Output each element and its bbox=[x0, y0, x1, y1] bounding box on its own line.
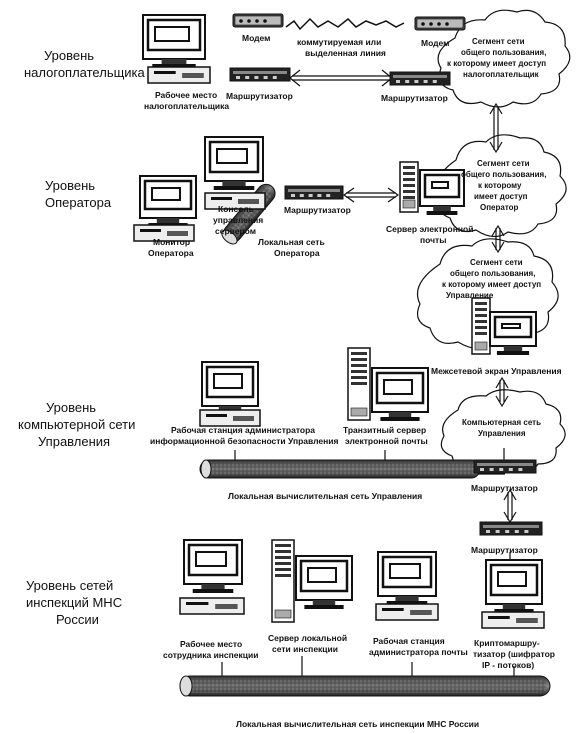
operator-monitor-desktop-icon bbox=[133, 224, 195, 242]
label-mail-admin-2: администратора почты bbox=[369, 647, 468, 657]
level-operator-line2: Оператора bbox=[45, 195, 112, 210]
label-router-taxpayer-left: Маршрутизатор bbox=[226, 91, 293, 101]
label-router-inspection: Маршрутизатор bbox=[471, 545, 538, 555]
label-crypto-2: тизатор (шифратор bbox=[473, 649, 555, 659]
label-cloud-op-3: к которому bbox=[478, 181, 522, 190]
router-taxpayer-left-icon bbox=[229, 67, 291, 82]
insp-employee-desktop-icon bbox=[179, 597, 245, 615]
label-modem-left: Модем bbox=[242, 33, 270, 43]
crypto-monitor-icon bbox=[485, 559, 543, 613]
label-cloud-op-1: Сегмент сети bbox=[477, 159, 530, 168]
level-taxpayer-line2: налогоплательщика bbox=[24, 65, 146, 80]
mail-server-tower-icon bbox=[399, 161, 419, 213]
mail-admin-monitor-icon bbox=[377, 551, 437, 605]
lan-inspection bbox=[179, 675, 551, 697]
label-firewall: Межсетевой экран Управления bbox=[431, 366, 562, 376]
lan-department bbox=[199, 459, 481, 479]
label-console-1: Консоль bbox=[218, 204, 254, 214]
level-department-line2: компьютерной сети bbox=[18, 417, 135, 432]
transit-server-monitor-icon bbox=[371, 367, 429, 421]
operator-monitor-icon bbox=[139, 175, 197, 227]
router-taxpayer-right-icon bbox=[389, 71, 451, 86]
cloud-operator bbox=[436, 134, 567, 238]
modem-right-icon bbox=[414, 16, 466, 31]
label-crypto-1: Криптомаршру- bbox=[474, 638, 540, 648]
label-sec-admin-1: Рабочая станция администратора bbox=[171, 425, 315, 435]
level-inspections-line1: Уровень сетей bbox=[26, 578, 113, 593]
mail-server-monitor-icon bbox=[419, 169, 465, 215]
label-cloud-dept-1: Сегмент сети bbox=[470, 258, 523, 267]
cloud-department-network bbox=[440, 389, 566, 475]
label-console-2: управления bbox=[213, 215, 263, 225]
modem-left-icon bbox=[232, 13, 284, 28]
label-cloud-net-2: Управления bbox=[478, 429, 526, 438]
label-op-monitor-1: Монитор bbox=[153, 237, 190, 247]
label-cloud-op-2: общего пользования, bbox=[461, 170, 546, 179]
label-cloud-taxpayer-3: к которому имеет доступ bbox=[447, 59, 546, 68]
label-cloud-dept-4: Управление bbox=[446, 291, 494, 300]
label-cloud-net-1: Компьютерная сеть bbox=[462, 418, 541, 427]
label-dept-lan: Локальная вычислительная сеть Управления bbox=[228, 491, 422, 501]
router-department-icon bbox=[473, 459, 537, 474]
label-taxpayer-ws-line1: Рабочее место bbox=[155, 90, 217, 100]
label-cloud-op-4: имеет доступ bbox=[474, 192, 528, 201]
label-console-3: сервером bbox=[215, 226, 256, 236]
label-router-taxpayer-right: Маршрутизатор bbox=[381, 93, 448, 103]
label-op-lan-2: Оператора bbox=[274, 248, 320, 258]
connections bbox=[221, 17, 517, 676]
label-insp-lan: Локальная вычислительная сеть инспекции … bbox=[236, 719, 479, 729]
level-taxpayer-line1: Уровень bbox=[44, 48, 94, 63]
level-department-line3: Управления bbox=[38, 434, 110, 449]
insp-server-monitor-icon bbox=[295, 555, 353, 609]
label-cloud-dept-3: к которому имеет доступ bbox=[442, 280, 541, 289]
label-insp-employee-2: сотрудника инспекции bbox=[163, 650, 258, 660]
label-taxpayer-ws-line2: налогоплательщика bbox=[144, 101, 229, 111]
insp-server-tower-icon bbox=[271, 539, 295, 623]
label-insp-server-1: Сервер локальной bbox=[268, 633, 347, 643]
operator-console-monitor-icon bbox=[204, 136, 264, 190]
mail-admin-desktop-icon bbox=[375, 603, 439, 621]
label-transit-2: электронной почты bbox=[345, 436, 428, 446]
label-sec-admin-2: информационной безопасности Управления bbox=[150, 436, 339, 446]
transit-server-tower-icon bbox=[347, 347, 371, 421]
label-cloud-taxpayer-2: общего пользования, bbox=[461, 48, 546, 57]
label-router-operator: Маршрутизатор bbox=[284, 205, 351, 215]
label-insp-server-2: сети инспекции bbox=[272, 644, 338, 654]
label-cloud-dept-2: общего пользования, bbox=[450, 269, 535, 278]
firewall-tower-icon bbox=[471, 297, 491, 355]
level-inspections-line3: России bbox=[56, 612, 99, 627]
operator-console-desktop-icon bbox=[204, 192, 266, 210]
label-insp-employee-1: Рабочее место bbox=[180, 639, 242, 649]
label-op-monitor-2: Оператора bbox=[148, 248, 194, 258]
label-cloud-taxpayer-4: налогоплательщик bbox=[463, 70, 540, 79]
cloud-taxpayer bbox=[437, 9, 571, 108]
level-department-line1: Уровень bbox=[46, 400, 96, 415]
taxpayer-monitor-icon bbox=[142, 14, 206, 68]
label-transit-1: Транзитный сервер bbox=[343, 425, 426, 435]
label-op-lan-1: Локальная сеть bbox=[258, 237, 325, 247]
label-router-department: Маршрутизатор bbox=[471, 483, 538, 493]
label-modem-right: Модем bbox=[421, 38, 449, 48]
router-operator-icon bbox=[284, 185, 344, 200]
security-admin-desktop-icon bbox=[199, 409, 261, 427]
label-mail-server-2: почты bbox=[420, 235, 446, 245]
label-crypto-3: IP - потоков) bbox=[482, 660, 534, 670]
label-dialup-line1: коммутируемая или bbox=[297, 37, 381, 47]
taxpayer-desktop-icon bbox=[147, 66, 211, 84]
label-dialup-line2: выделенная линия bbox=[305, 48, 386, 58]
router-inspection-icon bbox=[479, 521, 543, 536]
level-inspections-line2: инспекций МНС bbox=[26, 595, 122, 610]
crypto-desktop-icon bbox=[481, 611, 545, 629]
level-operator-line1: Уровень bbox=[45, 178, 95, 193]
security-admin-monitor-icon bbox=[201, 361, 259, 415]
label-mail-admin-1: Рабочая станция bbox=[373, 636, 445, 646]
label-mail-server-1: Сервер электронной bbox=[386, 224, 473, 234]
firewall-monitor-icon bbox=[489, 311, 537, 355]
insp-employee-monitor-icon bbox=[183, 539, 243, 593]
label-cloud-op-5: Оператор bbox=[480, 203, 519, 212]
label-cloud-taxpayer-1: Сегмент сети bbox=[472, 37, 525, 46]
